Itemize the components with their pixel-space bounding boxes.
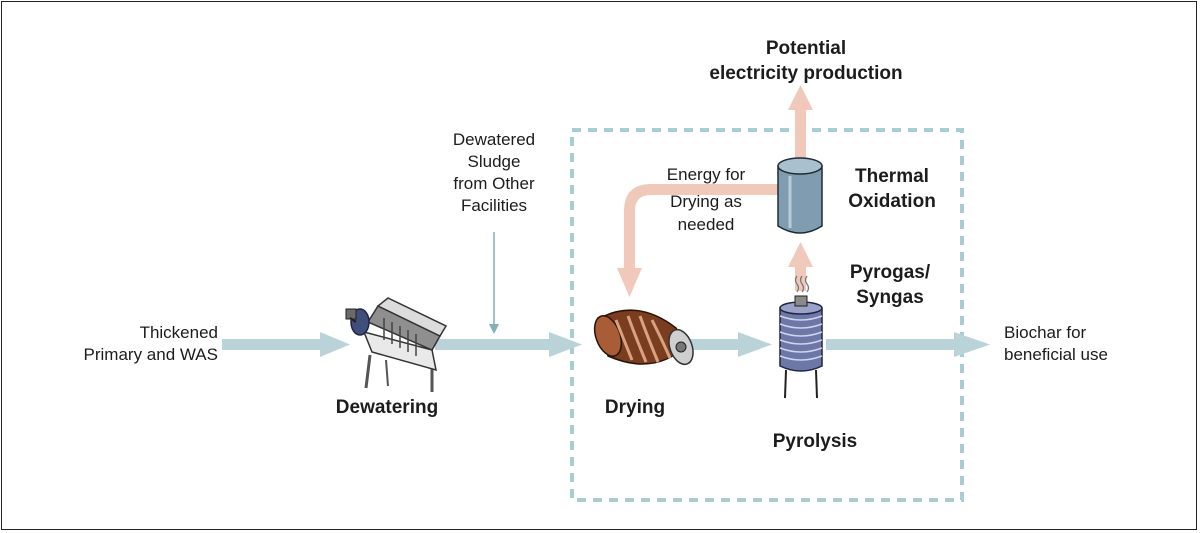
- electricity-label: Potential electricity production: [676, 36, 936, 86]
- energy-label: Energy for Drying as needed: [644, 160, 768, 236]
- other-sludge-label-line-3: from Other: [453, 174, 535, 193]
- input-label-line-2: Primary and WAS: [83, 345, 218, 364]
- dewatering-label: Dewatering: [335, 397, 439, 418]
- other-sludge-label: Dewatered Sludge from Other Facilities: [424, 129, 564, 217]
- system-boundary: [570, 128, 964, 502]
- syngas-arrow: [788, 242, 813, 291]
- other-sludge-arrow: [489, 232, 499, 334]
- other-sludge-label-line-2: Sludge: [467, 152, 521, 171]
- screw-press-icon: [345, 297, 448, 392]
- input-label: Thickened Primary and WAS: [40, 322, 218, 366]
- electricity-arrow: [788, 85, 813, 160]
- biochar-label-line-1: Biochar for: [1004, 323, 1087, 342]
- biochar-label: Biochar for beneficial use: [1004, 322, 1164, 366]
- dried-flow-arrow: [688, 332, 772, 357]
- input-label-line-1: Thickened: [139, 323, 218, 342]
- biochar-flow-arrow: [826, 332, 990, 357]
- thermal-oxidizer-icon: [777, 157, 823, 234]
- pyrolysis-reactor-icon: [779, 275, 823, 399]
- energy-label-line-2: Drying as: [670, 192, 742, 211]
- pyrolysis-label: Pyrolysis: [772, 431, 858, 452]
- energy-label-line-3: needed: [677, 215, 735, 234]
- drying-label: Drying: [604, 397, 666, 418]
- other-sludge-label-line-4: Facilities: [460, 196, 528, 215]
- pyrogas-label-line-1: Pyrogas/: [849, 262, 931, 283]
- electricity-label-line-1: Potential: [765, 38, 847, 59]
- thermal-oxidation-label-line-2: Oxidation: [848, 191, 936, 212]
- other-sludge-label-line-1: Dewatered: [452, 130, 536, 149]
- dewatered-flow-arrow: [435, 332, 582, 357]
- rotary-drum-dryer-icon: [593, 309, 694, 366]
- electricity-label-line-2: electricity production: [709, 63, 903, 84]
- energy-label-line-1: Energy for: [666, 165, 746, 184]
- biochar-label-line-2: beneficial use: [1004, 345, 1108, 364]
- thermal-oxidation-label: Thermal Oxidation: [826, 164, 958, 214]
- input-flow-arrow: [222, 332, 350, 357]
- thermal-oxidation-label-line-1: Thermal: [855, 166, 929, 187]
- main-flow-arrows: [222, 332, 990, 357]
- pyrogas-label-line-2: Syngas: [856, 287, 924, 308]
- pyrogas-label: Pyrogas/ Syngas: [830, 260, 950, 310]
- energy-for-drying-arrow: [617, 184, 780, 297]
